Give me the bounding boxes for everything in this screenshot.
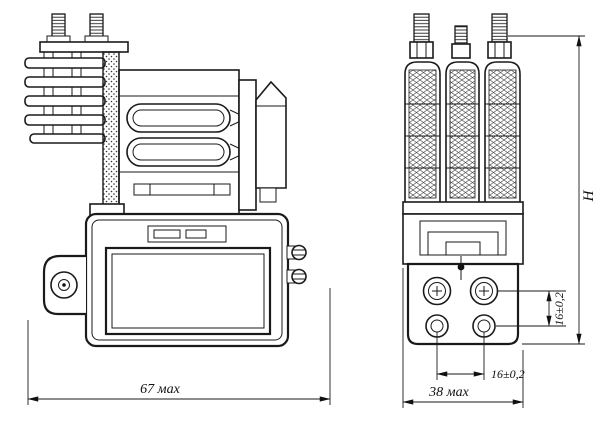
mount-hole-center <box>62 283 66 287</box>
side-view-output-terminals <box>286 244 307 285</box>
terminal-screw-inner <box>428 282 446 300</box>
terminal-head <box>291 268 307 285</box>
side-view-base <box>84 203 290 348</box>
mount-hole-inner <box>58 279 70 291</box>
front-view-contact-columns <box>404 61 521 202</box>
side-view-terminal-screws <box>39 13 129 53</box>
dim-height-label: H <box>581 189 597 202</box>
side-view-hatched-spine <box>102 51 120 215</box>
bracket-bar <box>238 79 257 211</box>
middle-slot-outer <box>427 231 499 255</box>
dim-38-max-label: 38 мах <box>428 385 469 400</box>
middle-slot-inner <box>445 241 481 255</box>
base-outer <box>84 212 290 348</box>
base-latch-slot <box>153 229 181 239</box>
base-latch-slot <box>185 229 207 239</box>
stud-nut <box>487 41 512 59</box>
contact-fin <box>24 95 106 107</box>
contact-fin <box>24 114 106 126</box>
dim-16-vertical-label: 16±0,2 <box>552 292 566 326</box>
contact-fin <box>24 76 106 88</box>
coil-loop <box>126 137 231 167</box>
middle-housing <box>402 213 524 265</box>
bracket-foot <box>259 187 277 203</box>
front-view-terminal-studs <box>409 13 512 59</box>
front-view-middle-block <box>402 201 524 265</box>
terminal-plate <box>39 41 129 53</box>
coil-loop-inner <box>132 109 225 127</box>
front-view: H 16±0,2 16±0,2 38 мах <box>402 13 597 408</box>
column-texture <box>488 69 517 199</box>
side-view: 67 мах <box>24 13 331 405</box>
dimension-height: H <box>508 35 597 345</box>
middle-window <box>419 220 507 256</box>
stud-nut <box>409 41 434 59</box>
base-inner-line <box>91 219 283 341</box>
coil-loop <box>126 103 231 133</box>
screw-washer <box>84 35 109 43</box>
terminal-block-outline <box>406 262 520 346</box>
screw-stud <box>454 25 468 45</box>
dimension-front-width: 38 мах <box>402 268 524 408</box>
coil-loop-inner <box>132 143 225 161</box>
contact-fin <box>24 57 106 69</box>
base-latch <box>147 225 227 243</box>
dim-67-max-label: 67 мах <box>140 382 180 397</box>
base-window-outer <box>104 246 272 336</box>
side-view-coil-body <box>118 69 249 215</box>
side-view-contact-stack <box>24 51 106 144</box>
screw-stud <box>413 13 430 43</box>
column-texture <box>449 69 476 199</box>
armature-bar <box>133 183 231 196</box>
screw-stud <box>491 13 508 43</box>
dim-16-horizontal-label: 16±0,2 <box>491 367 525 381</box>
terminal-head <box>291 244 307 261</box>
front-view-terminal-block <box>406 256 520 346</box>
base-window-inner <box>111 253 265 329</box>
screw-washer <box>46 35 71 43</box>
side-view-mounting-bracket <box>42 254 86 316</box>
stud-nut <box>451 43 471 59</box>
dimension-side-width: 67 мах <box>27 288 331 405</box>
bracket-body <box>255 80 287 189</box>
body-band <box>402 201 524 215</box>
column-texture <box>408 69 437 199</box>
dimension-pitch-vertical: 16±0,2 <box>496 290 566 327</box>
contact-fin <box>29 133 106 144</box>
terminal-screw-inner <box>475 282 493 300</box>
dimension-pitch-horizontal: 16±0,2 <box>436 332 525 381</box>
side-view-armature-bracket <box>238 79 287 211</box>
coil-housing <box>118 69 240 215</box>
